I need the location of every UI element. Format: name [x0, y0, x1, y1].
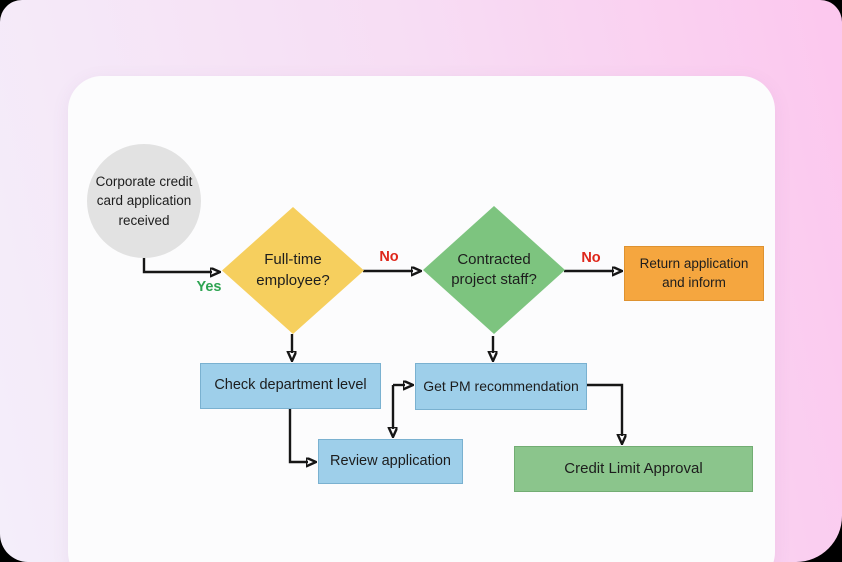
start-node: Corporate credit card application receiv…: [87, 144, 201, 258]
review-application-label: Review application: [330, 452, 451, 469]
review-application-node: Review application: [318, 439, 463, 484]
edge-label-yes: Yes: [196, 279, 222, 295]
return-application-node: Return application and inform: [624, 246, 764, 301]
decision-fulltime-label: Full-time employee?: [256, 251, 330, 289]
return-application-label: Return application and inform: [639, 256, 749, 290]
check-department-label: Check department level: [214, 377, 367, 394]
edge-label-no-contracted: No: [581, 250, 601, 266]
credit-limit-approval-node: Credit Limit Approval: [514, 446, 753, 492]
edge-label-no-fulltime: No: [379, 249, 399, 265]
check-department-node: Check department level: [200, 363, 381, 409]
start-node-label: Corporate credit card application receiv…: [95, 174, 193, 228]
credit-limit-approval-label: Credit Limit Approval: [564, 459, 703, 477]
get-pm-recommendation-node: Get PM recommendation: [415, 363, 587, 410]
get-pm-recommendation-label: Get PM recommendation: [423, 378, 579, 395]
decision-contracted-label: Contracted project staff?: [451, 250, 537, 288]
